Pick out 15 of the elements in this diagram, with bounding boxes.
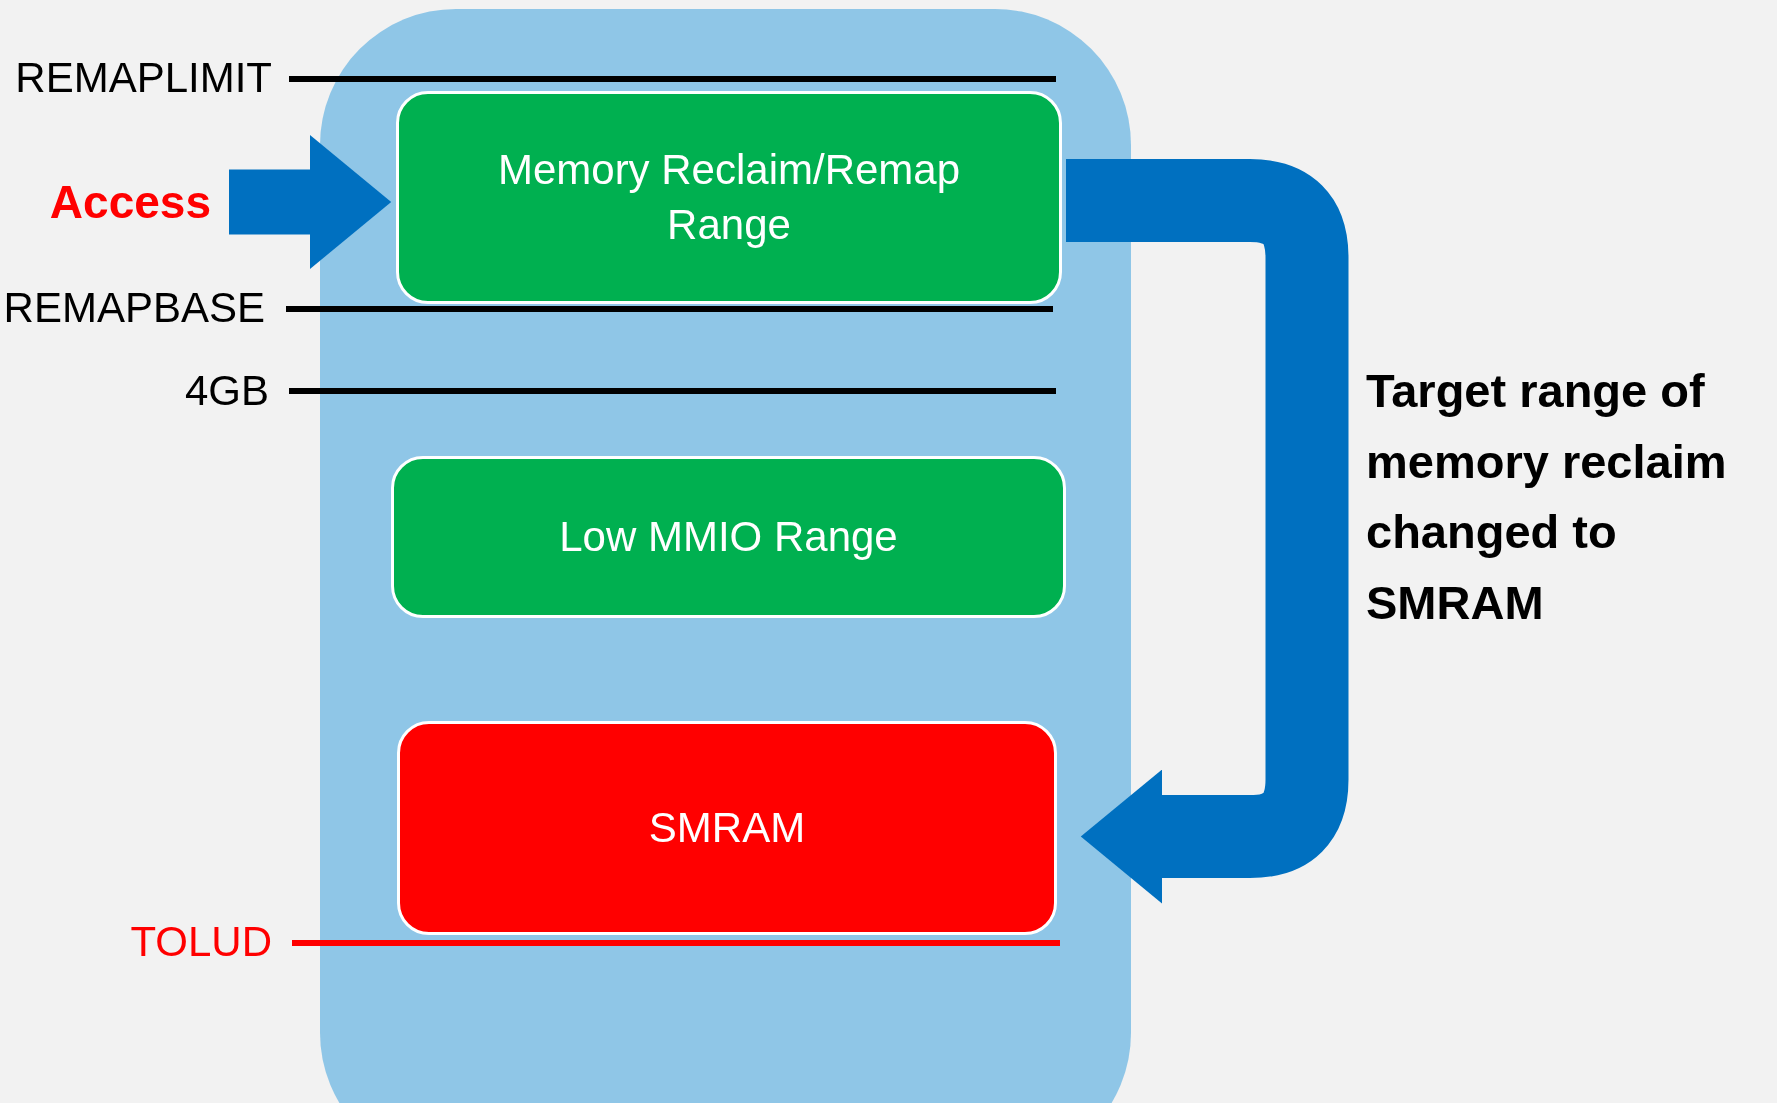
memory-map-panel: [320, 9, 1131, 1103]
address-label: TOLUD: [130, 918, 272, 966]
block-arrow: [1066, 159, 1349, 904]
address-label: REMAPBASE: [3, 284, 265, 332]
memory-range-box: [397, 721, 1057, 935]
access-label: Access: [49, 175, 211, 229]
memory-range-box: [391, 456, 1066, 618]
range-label: Memory Reclaim/Remap Range: [496, 144, 962, 250]
address-label: 4GB: [184, 367, 269, 415]
block-arrow: [229, 135, 392, 269]
address-label: REMAPLIMIT: [15, 54, 272, 102]
edge-label: Target range of memory reclaim changed to SMRAM: [1366, 363, 1728, 631]
memory-range-box: [396, 91, 1062, 304]
range-label: SMRAM: [648, 802, 806, 853]
range-label: Low MMIO Range: [559, 511, 898, 562]
